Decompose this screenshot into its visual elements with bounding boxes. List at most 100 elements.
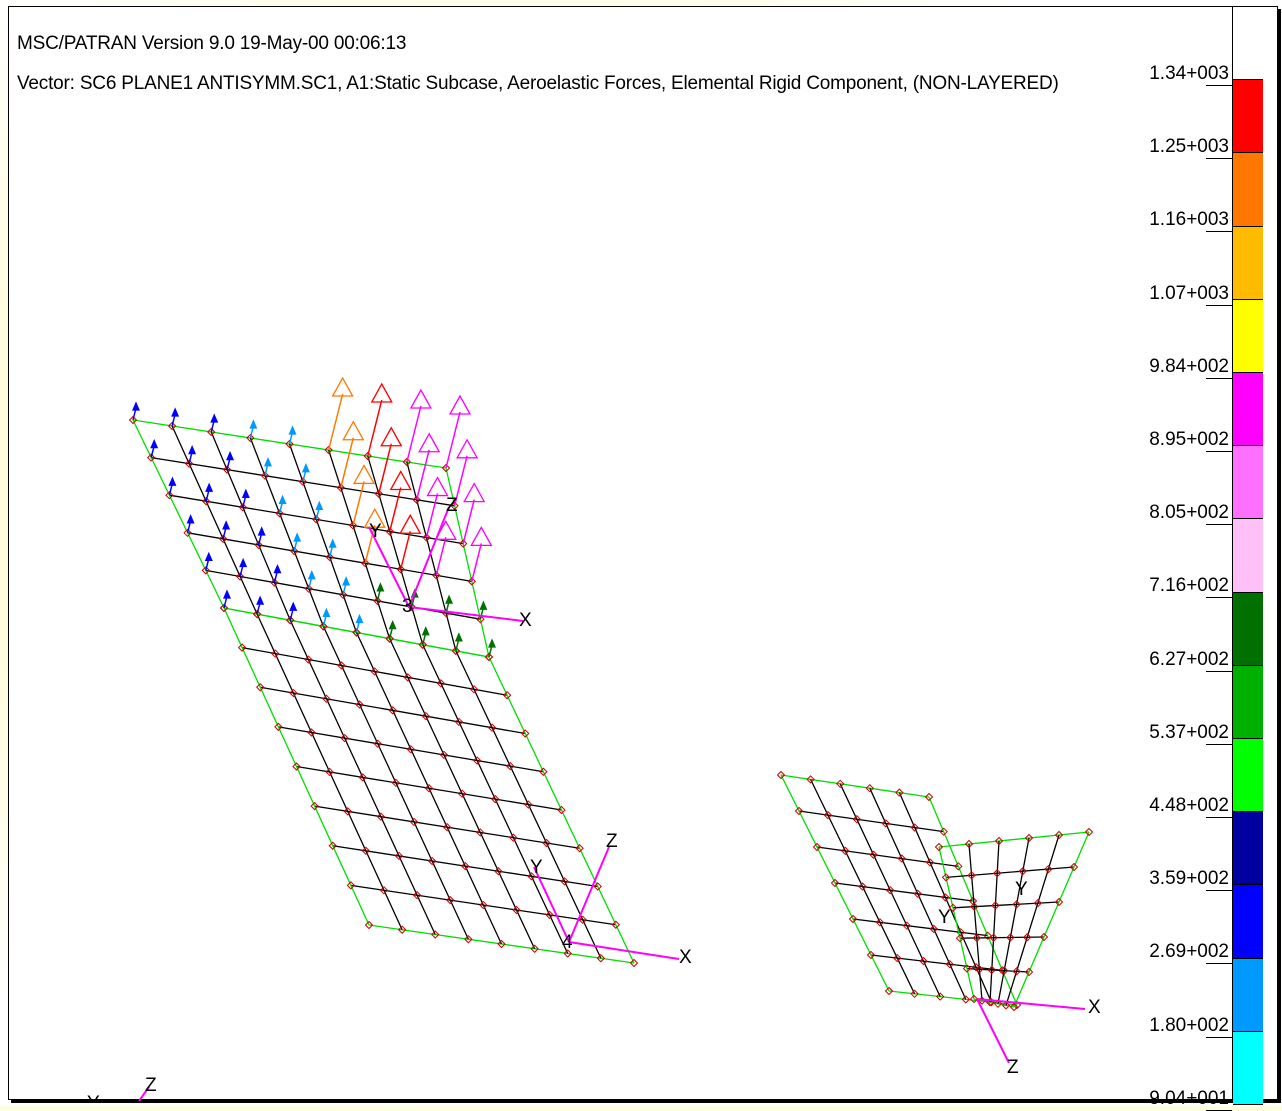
force-vector-head (455, 438, 479, 459)
mesh-line (810, 779, 916, 995)
node-marker (969, 902, 979, 911)
node-marker (397, 925, 407, 934)
node-marker (530, 944, 539, 953)
colorbar-segment (1233, 739, 1263, 813)
graphics-viewport[interactable]: X Y Z 3 X Y Z 4 X Z Y Y Z Y MSC/PATRAN V… (8, 6, 1279, 1111)
node-marker (271, 649, 280, 658)
node-marker (219, 603, 229, 613)
force-vector-head (409, 388, 432, 409)
mesh-line (966, 967, 1030, 973)
force-vector-head (363, 507, 386, 528)
node-marker (324, 445, 333, 455)
node-marker (527, 872, 536, 881)
legend-tick (1206, 158, 1232, 160)
z-axis-label: Z (446, 495, 458, 516)
node-marker (884, 986, 894, 996)
node-marker (866, 950, 876, 960)
force-vector (453, 455, 468, 506)
colorbar-segment (1233, 446, 1263, 520)
legend-value-label: 8.95+002 (1149, 429, 1229, 450)
axis-line (408, 606, 524, 622)
colorbar-segment (1233, 958, 1263, 1032)
force-vector-head (328, 538, 337, 548)
colorbar-segment (1233, 812, 1263, 886)
colorbar-segment (1233, 80, 1263, 154)
model-view[interactable]: X Y Z 3 X Y Z 4 X Z Y Y Z Y (9, 7, 1279, 1101)
legend-tick (1206, 304, 1232, 306)
mesh-line (852, 918, 988, 937)
node-marker (967, 871, 976, 880)
node-marker (955, 933, 965, 943)
force-vector-head (226, 450, 235, 461)
node-marker (457, 789, 467, 798)
mesh-line (952, 901, 1060, 909)
mesh-line (406, 461, 457, 652)
node-marker (289, 688, 298, 698)
node-marker (218, 534, 228, 544)
node-marker (524, 800, 533, 809)
node-marker (207, 427, 216, 437)
coordinate-frames-layer: X Y Z 3 X Y Z 4 X Z Y Y Z Y (87, 495, 1101, 1101)
colorbar-segment (1233, 226, 1263, 300)
node-marker (355, 700, 364, 709)
mesh-line (355, 632, 503, 945)
node-marker (373, 739, 382, 748)
node-marker (611, 920, 621, 929)
node-marker (388, 706, 397, 715)
node-marker (497, 939, 506, 949)
force-vector (364, 524, 376, 564)
mesh-line (938, 831, 1090, 848)
mesh-line (997, 837, 1030, 1004)
node-marker (376, 812, 386, 821)
node-marker (275, 509, 284, 518)
node-marker (454, 717, 464, 727)
force-vector-head (331, 376, 354, 397)
node-marker (146, 453, 156, 462)
node-marker (374, 489, 383, 498)
force-vector-head (223, 589, 231, 599)
force-vector (378, 443, 392, 494)
force-vector-head (239, 557, 248, 568)
force-vector-head (288, 425, 297, 435)
node-marker (945, 959, 955, 969)
node-marker (461, 861, 470, 871)
node-marker (509, 833, 518, 842)
force-vector-head (376, 582, 385, 592)
node-marker (385, 527, 394, 536)
node-marker (1044, 864, 1053, 874)
force-vector-head (388, 619, 397, 630)
node-marker (823, 810, 833, 820)
axis-line (533, 866, 570, 943)
mesh-line (816, 846, 959, 867)
node-marker (1001, 1001, 1011, 1010)
node-marker (436, 679, 446, 688)
force-vector-head (132, 401, 140, 411)
node-marker (806, 775, 815, 784)
node-marker (358, 773, 367, 782)
node-marker (1054, 830, 1064, 840)
node-marker (338, 590, 348, 600)
node-marker (412, 495, 421, 504)
node-marker (352, 628, 361, 637)
node-marker (412, 891, 422, 900)
colorbar-segment (1233, 7, 1263, 81)
force-vector-head (426, 476, 449, 497)
force-vector-head (463, 482, 486, 503)
node-marker (999, 966, 1009, 975)
colorbar-segment (1233, 1031, 1263, 1105)
node-marker (238, 503, 248, 512)
force-vector-head (186, 514, 195, 524)
force-vector-head (263, 457, 272, 467)
mesh-line (289, 619, 436, 935)
force-vector (415, 449, 430, 500)
node-marker (328, 841, 337, 850)
mesh-line (1013, 831, 1090, 1008)
node-marker (464, 935, 473, 944)
node-marker (402, 457, 412, 467)
node-marker (467, 577, 477, 586)
force-vector-head (273, 563, 282, 574)
legend-value-label: 1.25+003 (1149, 136, 1229, 158)
mesh-layer (128, 415, 1094, 1012)
node-marker (451, 646, 461, 656)
node-marker (336, 483, 346, 492)
